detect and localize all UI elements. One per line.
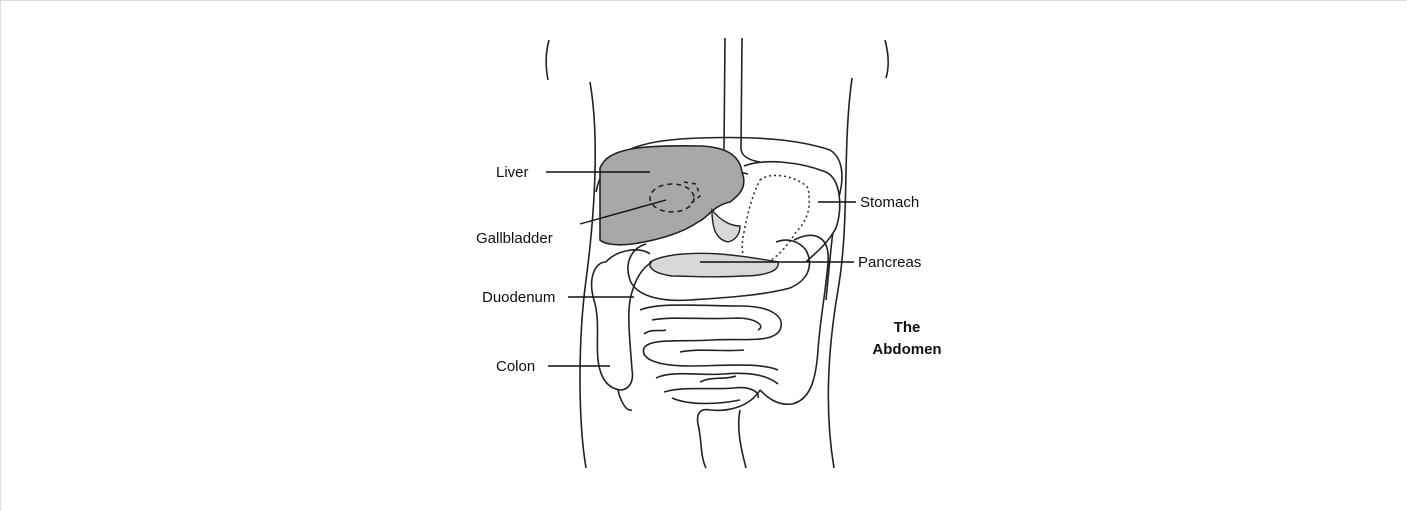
duodenum-label: Duodenum	[482, 289, 555, 306]
gallbladder-label: Gallbladder	[476, 230, 553, 247]
diagram-title-line2: Abdomen	[872, 341, 941, 358]
liver-label: Liver	[496, 164, 529, 181]
pancreas-label: Pancreas	[858, 254, 921, 271]
colon-label: Colon	[496, 358, 535, 375]
small-intestine	[640, 305, 781, 404]
stomach-label: Stomach	[860, 194, 919, 211]
pancreas	[650, 253, 778, 277]
diagram-title-line1: The	[894, 319, 921, 336]
